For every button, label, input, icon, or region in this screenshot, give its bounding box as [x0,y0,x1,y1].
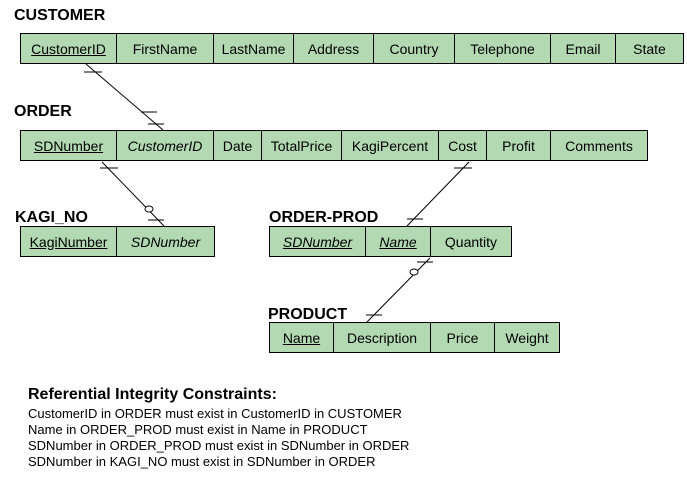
product-column-weight: Weight [505,329,549,346]
order-column-date: Date [214,131,262,160]
product-column-name: Name [270,323,334,352]
kagi-no-column-kaginumber: KagiNumber [21,227,117,256]
product-column-price: Price [431,323,495,352]
order-column-profit: Profit [487,131,551,160]
rel-customer-order [84,63,164,131]
constraint-item: Name in ORDER_PROD must exist in Name in… [28,422,368,437]
order-prod-column-quantity: Quantity [444,233,498,250]
order-column-cost: Cost [439,131,487,160]
customer-column-country: Country [374,34,455,63]
customer-column-firstname: FirstName [117,34,214,63]
constraint-item: SDNumber in KAGI_NO must exist in SDNumb… [28,454,376,469]
rel-order-orderprod [406,161,472,227]
order-column-kagipercent: KagiPercent [342,131,439,160]
customer-table-title: CUSTOMER [14,7,106,24]
customer-column-customerid: CustomerID [21,34,117,63]
product-table-title: PRODUCT [268,306,348,323]
customer-column-address: Address [294,34,374,63]
customer-column-telephone: Telephone [455,34,551,63]
kagi-no-column-sdnumber: SDNumber [130,233,201,250]
order-column-sdnumber: SDNumber [21,131,117,160]
constraints-heading: Referential Integrity Constraints: [28,386,277,403]
rel-customer-order-line [85,63,164,131]
rel-order-kagi [100,161,165,227]
constraint-item: CustomerID in ORDER must exist in Custom… [28,406,402,421]
rel-product-orderprod-circle [409,268,419,276]
customer-column-lastname: LastName [214,34,294,63]
order-prod-table-title: ORDER-PROD [269,209,379,226]
constraint-item: SDNumber in ORDER_PROD must exist in SDN… [28,438,410,453]
rel-product-orderprod [365,257,433,324]
referential-integrity-section: Referential Integrity Constraints: Custo… [28,385,409,470]
customer-column-state: State [633,40,666,57]
rel-order-kagi-line [101,161,165,227]
order-prod-column-name: Name [366,227,431,256]
order-prod-column-sdnumber: SDNumber [270,227,366,256]
order-table-title: ORDER [14,103,72,120]
order-column-customerid: CustomerID [117,131,214,160]
order-column-totalprice: TotalPrice [262,131,342,160]
order-column-comments: Comments [565,137,633,154]
rel-product-orderprod-line [365,257,431,324]
customer-column-email: Email [551,34,616,63]
kagi-no-table: KagiNumber SDNumber [20,226,215,257]
kagi-no-table-title: KAGI_NO [15,209,88,226]
product-column-description: Description [334,323,431,352]
rel-order-kagi-circle [144,205,154,213]
rel-order-orderprod-line [406,161,470,227]
